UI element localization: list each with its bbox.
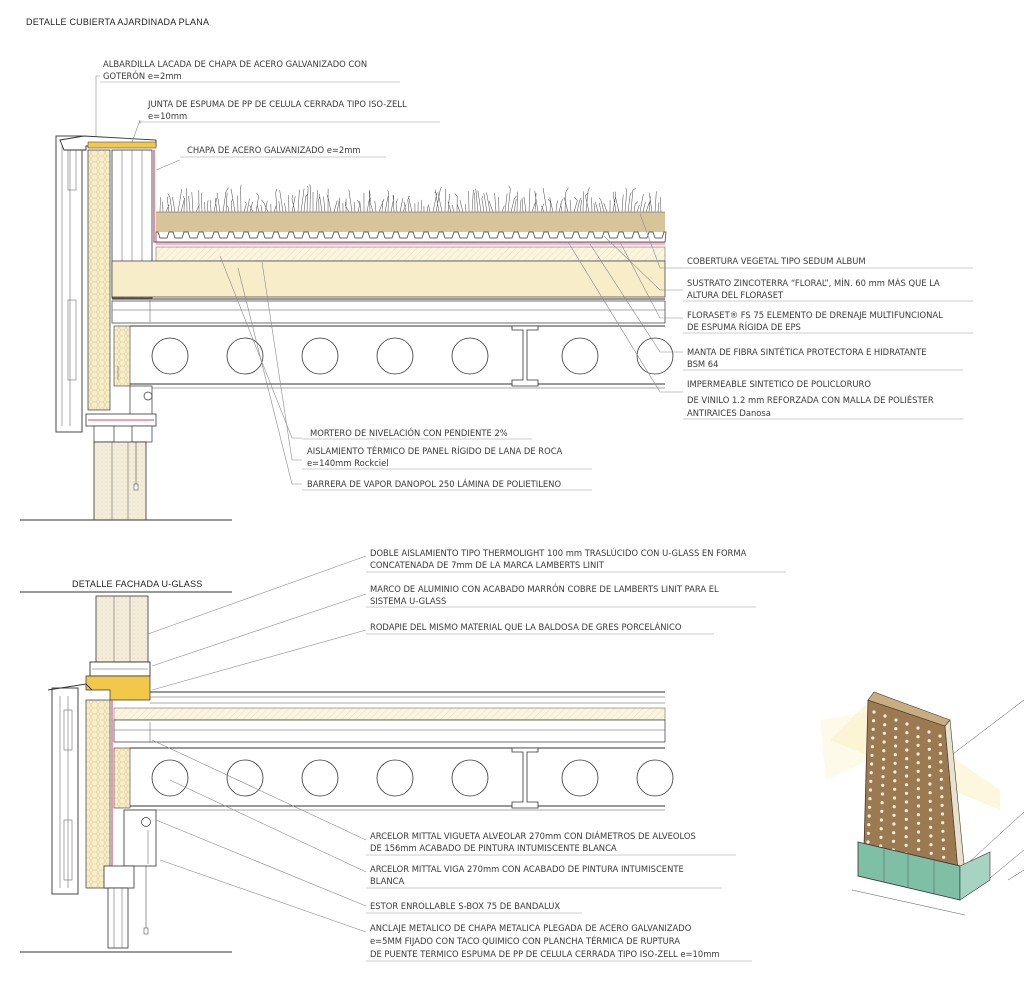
label-impermeable-3: ANTIRAICES Danosa xyxy=(687,408,771,418)
label-viga-2: BLANCA xyxy=(370,876,404,886)
wall-insulation xyxy=(87,149,111,411)
label-sustrato-1: SUSTRATO ZINCOTERRA “FLORAL”, MÍN. 60 mm… xyxy=(687,277,940,288)
steel-i-beam xyxy=(511,325,539,387)
label-anclaje-1: ANCLAJE METALICO DE CHAPA METALICA PLEGA… xyxy=(370,923,692,933)
label-marco-1: MARCO DE ALUMINIO CON ACABADO MARRÓN COB… xyxy=(370,583,719,594)
u-glass-panel-sketch xyxy=(820,691,1024,916)
label-aislamiento-2: e=140mm Rockciel xyxy=(307,458,389,468)
roof-cladding-frame xyxy=(55,135,83,433)
lower-u-glass-wall xyxy=(93,441,147,521)
label-rodapie: RODAPIE DEL MISMO MATERIAL QUE LA BALDOS… xyxy=(370,621,682,632)
roller-blind-box xyxy=(123,809,157,867)
rockwool-insulation xyxy=(111,260,666,298)
substrate-layer xyxy=(156,212,665,232)
label-manta-1: MANTA DE FIBRA SINTÉTICA PROTECTORA E HI… xyxy=(687,346,927,357)
floor-screed xyxy=(113,707,666,721)
facade-beam-alveoli xyxy=(151,759,674,797)
roof-section xyxy=(20,135,674,521)
label-anclaje-2: e=5MM FIJADO CON TACO QUIMICO CON PLANCH… xyxy=(370,935,680,946)
label-estor: ESTOR ENROLLABLE S-BOX 75 DE BANDALUX xyxy=(370,901,560,911)
facade-insulation xyxy=(85,699,111,889)
label-barrera: BARRERA DE VAPOR DANOPOL 250 LÁMINA DE P… xyxy=(307,478,561,489)
label-vigueta-1: ARCELOR MITTAL VIGUETA ALVEOLAR 270mm CO… xyxy=(370,830,696,841)
label-floraset-1: FLORASET® FS 75 ELEMENTO DE DRENAJE MULT… xyxy=(687,310,943,320)
roof-detail-title: DETALLE CUBIERTA AJARDINADA PLANA xyxy=(26,17,209,27)
facade-i-beam xyxy=(511,747,539,809)
label-mortero: MORTERO DE NIVELACIÓN CON PENDIENTE 2% xyxy=(310,427,508,438)
floraset-drainage xyxy=(155,231,667,243)
label-sustrato-2: ALTURA DEL FLORASET xyxy=(687,290,784,300)
floor-deck-slab xyxy=(113,719,666,743)
label-doble-2: CONCATENADA DE 7mm DE LA MARCA LAMBERTS … xyxy=(370,560,605,570)
sedum-vegetation xyxy=(159,184,662,213)
label-aislamiento-1: AISLAMIENTO TÉRMICO DE PANEL RÍGIDO DE L… xyxy=(307,445,563,456)
beam-alveoli xyxy=(151,337,674,375)
leveling-mortar xyxy=(155,246,666,262)
label-junta-2: e=10mm xyxy=(148,111,187,121)
label-junta-1: JUNTA DE ESPUMA DE PP DE CELULA CERRADA … xyxy=(147,99,407,109)
iso-zell-joint xyxy=(87,141,157,149)
label-albardilla-2: GOTERÓN e=2mm xyxy=(103,70,182,81)
facade-detail-title: DETALLE FACHADA U-GLASS xyxy=(72,579,202,589)
upper-u-glass-wall xyxy=(95,595,149,663)
annotation-labels: ALBARDILLA LACADA DE CHAPA DE ACERO GALV… xyxy=(100,59,973,962)
label-manta-2: BSM 64 xyxy=(687,359,718,369)
leader-lines xyxy=(95,75,683,933)
label-doble-1: DOBLE AISLAMIENTO TIPO THERMOLIGHT 100 m… xyxy=(370,547,747,558)
facade-section xyxy=(20,595,674,953)
label-vigueta-2: DE 156mm ACABADO DE PINTURA INTUMISCENTE… xyxy=(370,843,617,853)
label-marco-2: SISTEMA U-GLASS xyxy=(370,596,446,606)
label-albardilla-1: ALBARDILLA LACADA DE CHAPA DE ACERO GALV… xyxy=(103,59,367,69)
label-impermeable-1: IMPERMEABLE SINTETICO DE POLICLORURO xyxy=(687,379,871,389)
flashing-detail xyxy=(85,675,151,701)
label-impermeable-2: DE VINILO 1.2 mm REFORZADA CON MALLA DE … xyxy=(687,394,934,405)
label-viga-1: ARCELOR MITTAL VIGA 270mm CON ACABADO DE… xyxy=(370,864,684,874)
label-floraset-2: DE ESPUMA RÍGIDA DE EPS xyxy=(687,321,801,332)
label-anclaje-3: DE PUENTE TERMICO ESPUMA DE PP DE CELULA… xyxy=(370,949,720,959)
label-cobertura: COBERTURA VEGETAL TIPO SEDUM ALBUM xyxy=(687,256,866,266)
label-chapa: CHAPA DE ACERO GALVANIZADO e=2mm xyxy=(187,145,361,155)
roof-deck-slab xyxy=(111,300,666,324)
facade-cladding-frame xyxy=(51,687,79,895)
